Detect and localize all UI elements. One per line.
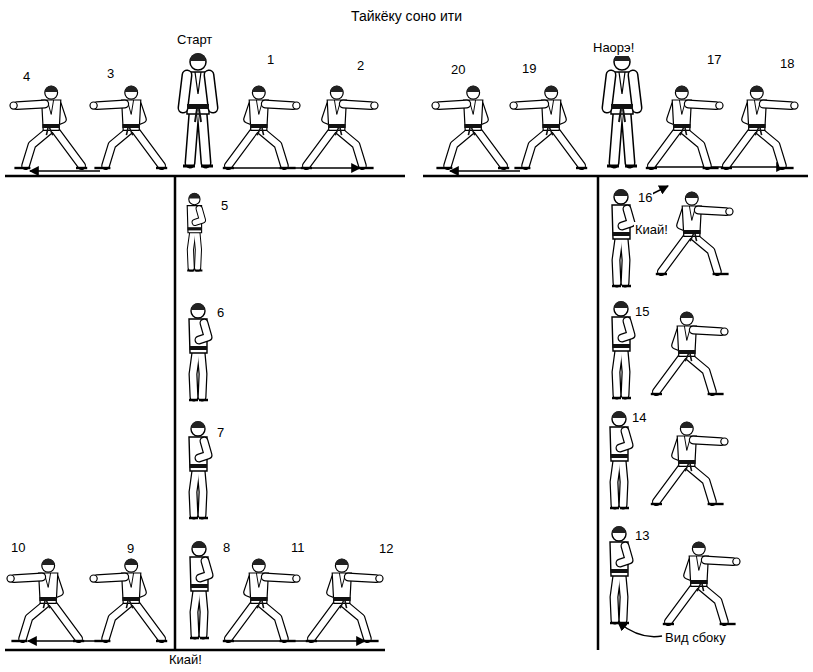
karateka-figure [223,86,300,168]
karateka-figure [607,53,637,166]
floor-lines [5,176,808,650]
karateka-figure [432,86,509,168]
karateka-figure [610,411,629,508]
karateka-figure [646,86,723,168]
step-number: 1 [266,52,275,68]
step-number: 7 [216,425,225,441]
step-number: 13 [634,528,650,544]
step-number: 6 [216,305,225,321]
step-number: 20 [450,62,466,78]
step-number: 11 [290,540,306,556]
karateka-figure [10,86,87,168]
karateka-figure [90,86,167,168]
karateka-figure [663,542,740,624]
note-text: Старт [176,32,213,48]
step-number: 18 [779,56,795,72]
karateka-figure [721,86,798,168]
step-number: 17 [706,52,722,68]
karateka-figure [510,86,587,168]
floor-line [597,176,600,650]
karateka-figure [651,422,728,504]
floor-line [423,175,808,178]
karateka-figure [612,301,631,398]
karateka-figure [189,421,208,518]
step-number: 14 [631,410,647,426]
karateka-figure [612,189,631,286]
step-number: 10 [10,540,26,556]
floor-line [5,175,405,178]
step-number: 3 [106,66,115,82]
direction-arrow [30,170,100,171]
karateka-figure [190,541,209,638]
step-number: 19 [521,61,537,77]
direction-arrow [28,640,95,641]
step-number: 16 [637,190,653,206]
karateka-figure [223,559,300,641]
note-text: Наорэ! [592,40,635,56]
karateka-figure [189,303,208,400]
karateka-figures [7,53,798,641]
direction-arrow [450,170,520,171]
step-number: 4 [22,69,31,85]
note-text: Вид сбоку [664,630,727,646]
karateka-figure [183,53,213,166]
karateka-figure [7,559,84,641]
step-number: 9 [126,541,135,557]
diagram-title: Тайкёку соно ити [351,8,462,25]
direction-arrows [28,167,785,641]
step-number: 15 [634,304,650,320]
step-number: 8 [222,540,231,556]
note-text: Киай! [634,222,669,238]
karateka-figure [610,526,629,623]
karateka-figure [187,193,202,271]
karateka-figure [90,559,167,641]
floor-line [5,649,385,652]
karateka-figure [651,312,728,394]
step-number: 12 [378,541,394,557]
direction-arrow [230,640,365,641]
karateka-figure [301,86,378,168]
karateka-figure [306,559,383,641]
step-number: 5 [220,198,229,214]
step-number: 2 [356,58,365,74]
note-text: Киай! [168,652,203,668]
floor-line [174,176,177,650]
